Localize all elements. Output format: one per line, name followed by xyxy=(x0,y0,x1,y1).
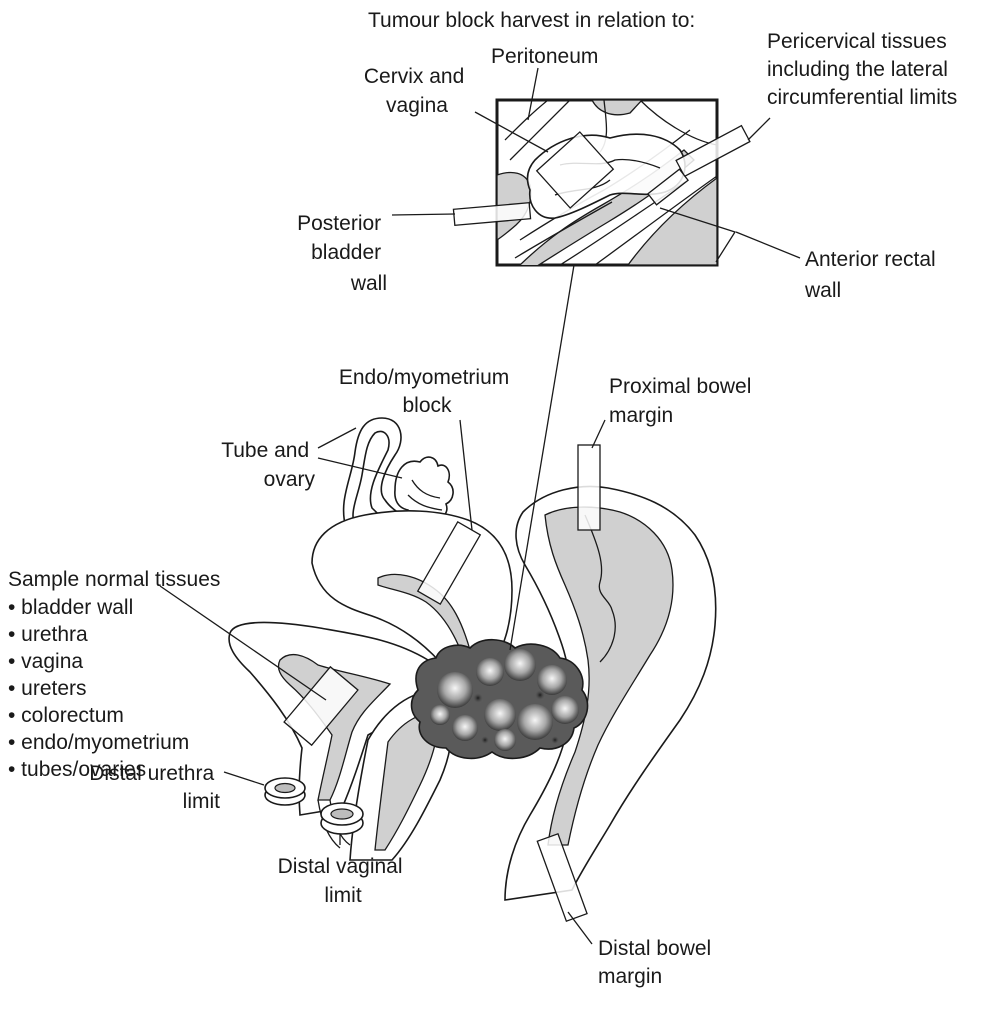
distal-vaginal-label: Distal vaginal limit xyxy=(278,855,409,907)
pelvic-organs xyxy=(229,418,716,921)
pericervical-label: Pericervical tissues including the later… xyxy=(767,30,957,109)
distal-vaginal-ring xyxy=(321,803,363,834)
cervix-vagina-label: Cervix and vagina xyxy=(364,65,470,117)
anterior-rectal-label: Anterior rectal wall xyxy=(804,248,942,302)
block-proximal-bowel xyxy=(578,445,600,530)
sample-normal-list: • bladder wall • urethra • vagina • uret… xyxy=(8,596,195,781)
endo-myometrium-label: Endo/myometrium block xyxy=(339,366,515,417)
distal-urethra-label: Distal urethra limit xyxy=(89,762,220,813)
peritoneum-label: Peritoneum xyxy=(491,45,598,68)
labels: Tumour block harvest in relation to: Per… xyxy=(8,9,957,988)
tube-ovary-label: Tube and ovary xyxy=(221,439,315,491)
posterior-bladder-label: Posterior bladder wall xyxy=(297,212,387,295)
proximal-bowel-label: Proximal bowel margin xyxy=(609,375,757,427)
distal-urethra-ring xyxy=(265,778,305,805)
tumour-mass xyxy=(412,640,588,759)
header-label: Tumour block harvest in relation to: xyxy=(368,9,695,32)
sample-normal-title: Sample normal tissues xyxy=(8,568,220,591)
distal-bowel-label: Distal bowel margin xyxy=(598,937,717,988)
